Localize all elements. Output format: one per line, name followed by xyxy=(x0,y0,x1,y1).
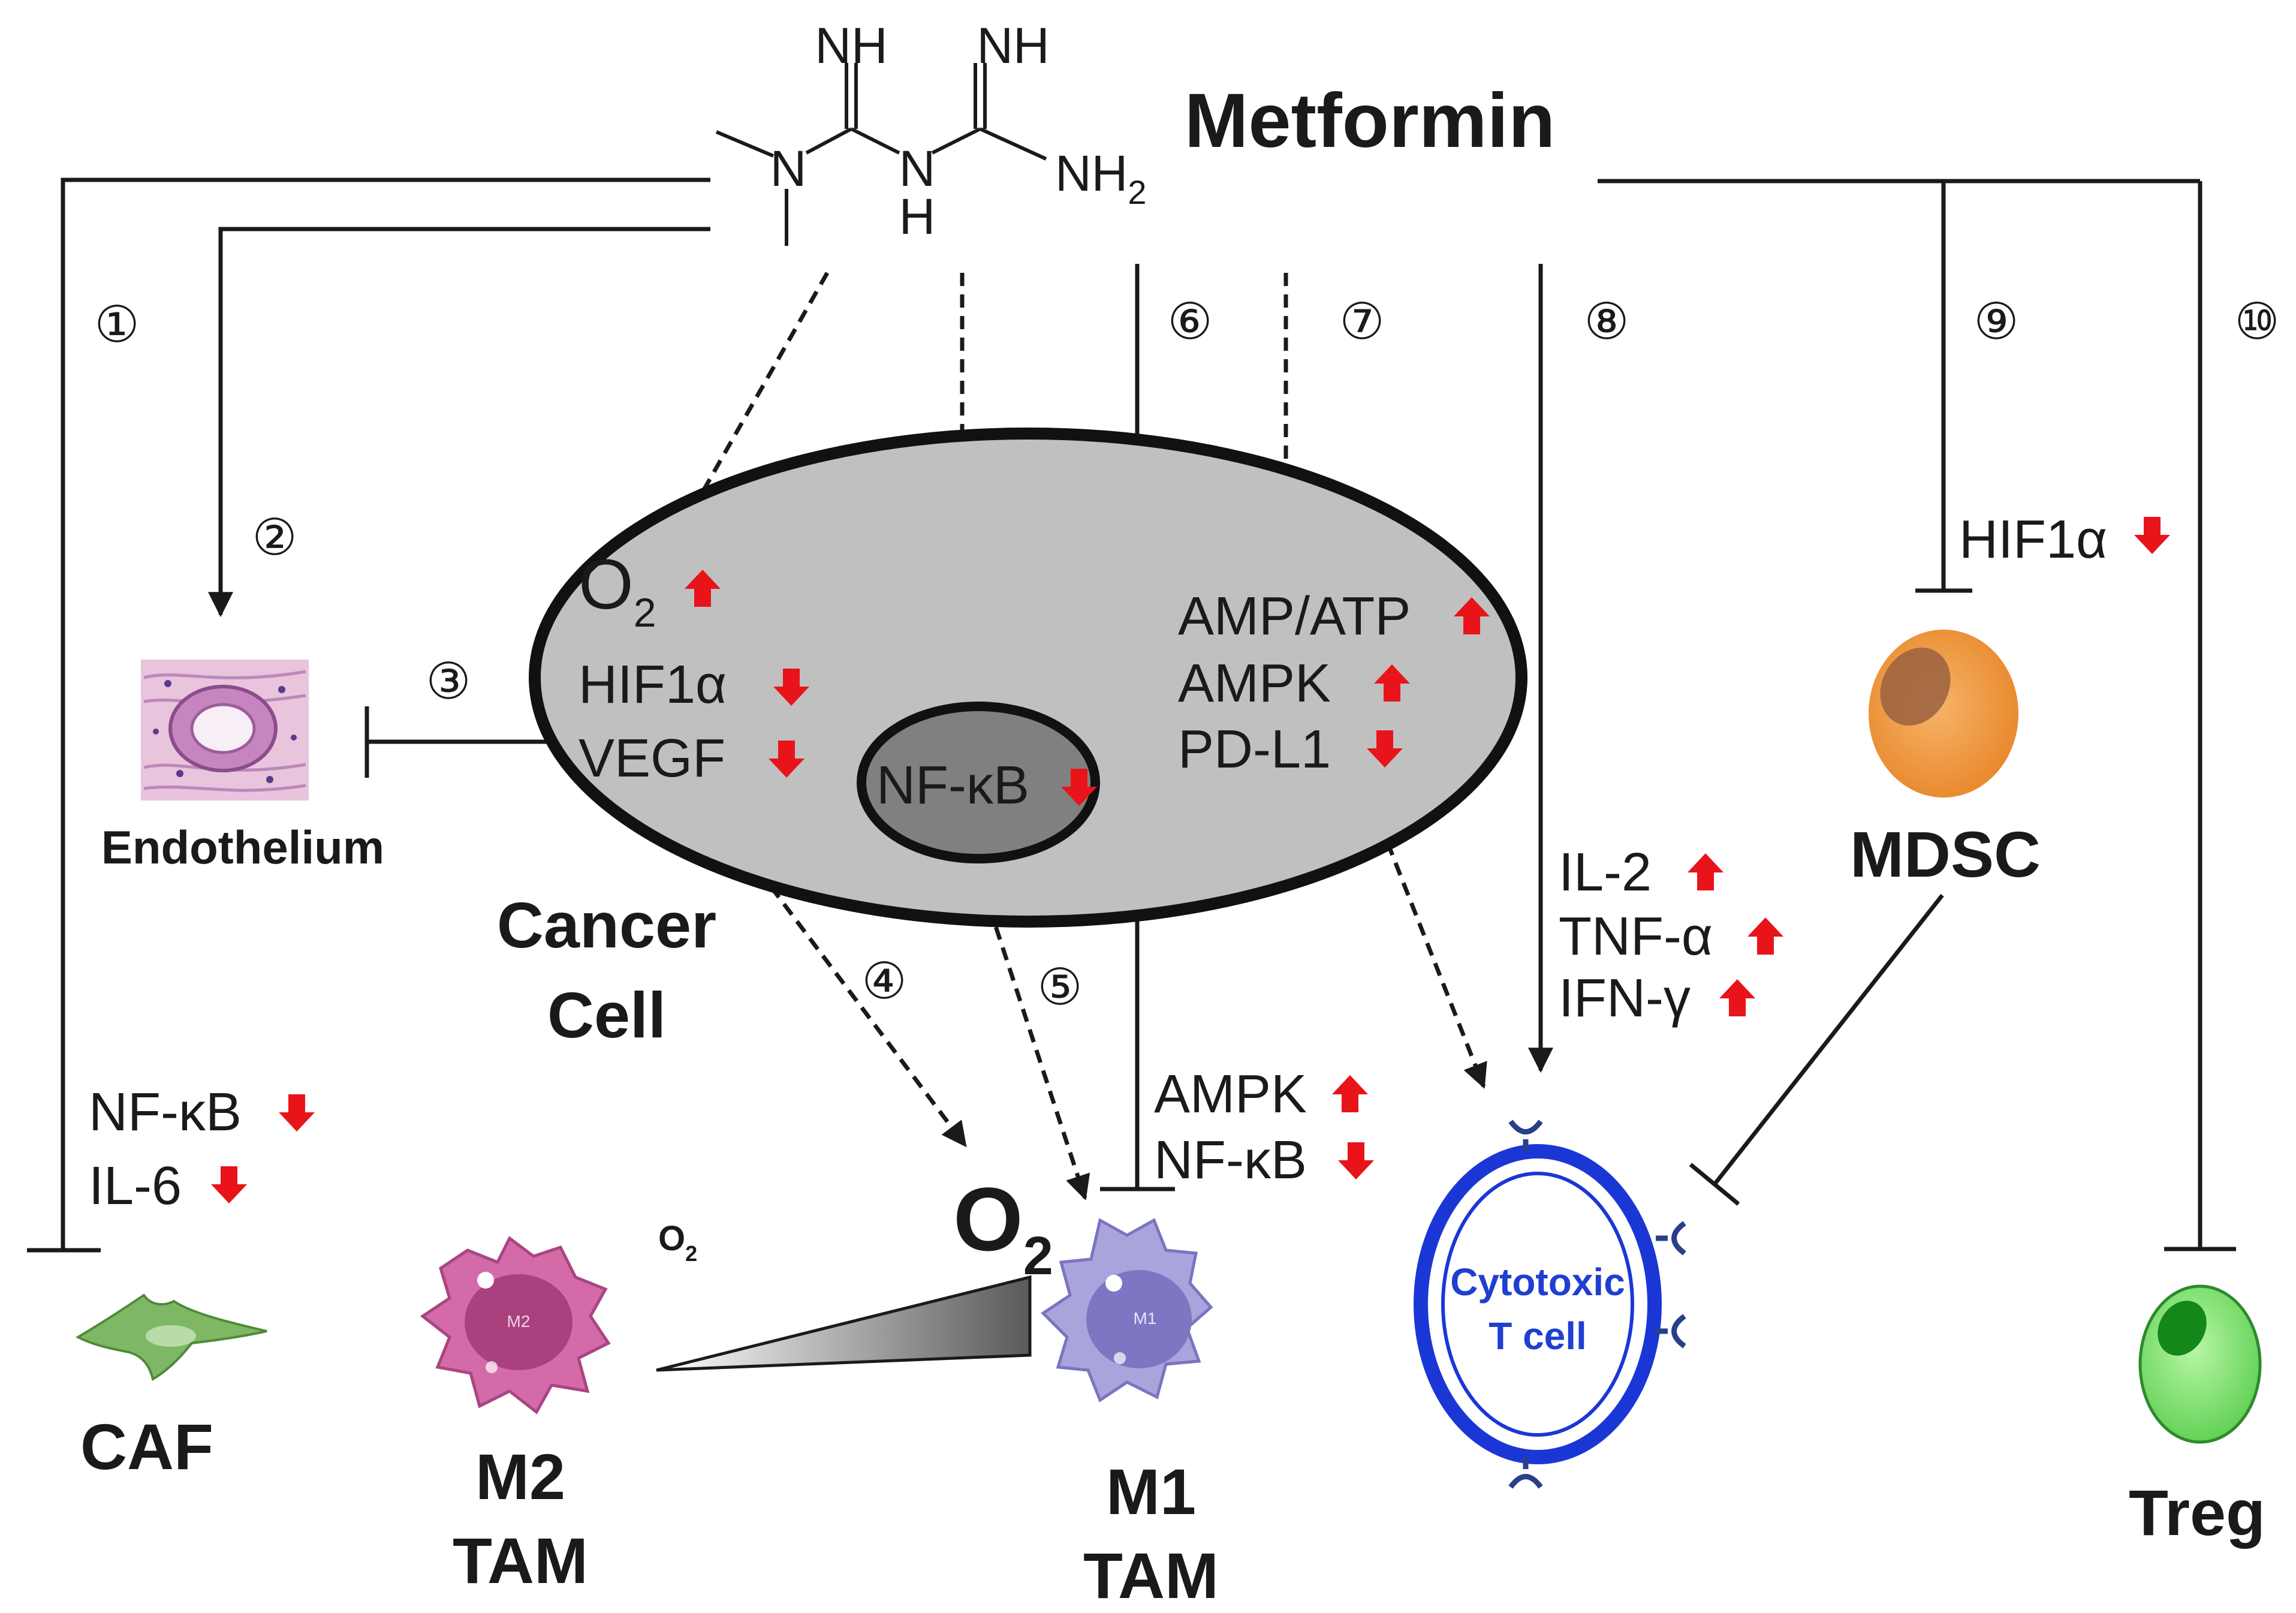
nh-left-text: NH xyxy=(815,17,887,74)
treg-label: Treg xyxy=(2129,1476,2265,1549)
m2-o2-text: O2 xyxy=(658,1219,697,1266)
tcell-label-2: T cell xyxy=(1489,1314,1587,1358)
pathway-9-label: ⑨ xyxy=(1973,292,2018,351)
pathway-5-label: ⑤ xyxy=(1037,958,1082,1016)
cancer-vegf-text: VEGF xyxy=(578,729,725,789)
cancer-cell-label-2: Cell xyxy=(547,979,666,1051)
pathway-4-label: ④ xyxy=(861,952,906,1010)
o2-gradient-wedge xyxy=(656,1275,1032,1372)
cancer-ampk-text: AMPK xyxy=(1178,654,1331,714)
amp-atp-text: AMP/ATP xyxy=(1178,586,1411,646)
cancer-cell: O2 HIF1α VEGF NF-κB AMP/ATP AMPK PD-L1 xyxy=(529,428,1527,928)
mdsc-label: MDSC xyxy=(1850,818,2041,890)
arrow-up-icon xyxy=(1747,917,1783,955)
arrow-up-icon xyxy=(1332,1075,1368,1112)
m1-label-2: TAM xyxy=(1083,1539,1219,1612)
pdl1-text: PD-L1 xyxy=(1178,720,1331,780)
arrow-down-icon xyxy=(2134,517,2170,554)
receptor-icons xyxy=(1508,1120,1686,1489)
m1-ampk-text: AMPK xyxy=(1154,1064,1307,1124)
pathway-8-label: ⑧ xyxy=(1584,292,1629,351)
arrow-up-icon xyxy=(1688,853,1723,890)
m2-macrophage: M2 xyxy=(420,1236,611,1415)
caf-il6-text: IL-6 xyxy=(89,1156,182,1216)
pathway-7-label: ⑦ xyxy=(1339,292,1384,351)
cancer-hif1a-text: HIF1α xyxy=(578,655,727,715)
caf-cell xyxy=(75,1293,267,1382)
n-left-text: N xyxy=(770,140,807,197)
m1-macrophage: M1 xyxy=(1041,1218,1213,1403)
tcell-il2-text: IL-2 xyxy=(1559,842,1652,902)
nucleus-nfkb-text: NF-κB xyxy=(876,756,1029,815)
m2-label-2: TAM xyxy=(453,1524,588,1597)
tcell-ifng-text: IFN-γ xyxy=(1559,968,1691,1028)
tcell-label-1: Cytotoxic xyxy=(1450,1260,1625,1304)
caf-label: CAF xyxy=(80,1410,213,1483)
n-bridge-text: N xyxy=(899,140,936,197)
treg-cell xyxy=(2138,1284,2262,1444)
m2-label-1: M2 xyxy=(475,1440,565,1513)
pathway-10-label: ⑩ xyxy=(2234,292,2279,351)
endothelium-image xyxy=(141,660,309,801)
endothelium-label: Endothelium xyxy=(101,821,384,874)
metformin-structure: NH NH N N H NH2 xyxy=(715,17,1146,246)
cancer-cell-label-1: Cancer xyxy=(497,889,716,961)
pathway-1-label: ① xyxy=(94,295,139,354)
nh-right-text: NH xyxy=(977,17,1049,74)
arrow-down-icon xyxy=(1338,1142,1374,1179)
caf-nfkb-text: NF-κB xyxy=(89,1082,242,1142)
arrow-up-icon xyxy=(1719,979,1755,1016)
m1-label-1: M1 xyxy=(1106,1455,1196,1528)
pathway-3-label: ③ xyxy=(426,652,471,711)
gradient-o2-text: O2 xyxy=(953,1169,1053,1286)
nh2-text: NH2 xyxy=(1055,145,1146,211)
mdsc-cell xyxy=(1869,630,2018,798)
arrow-down-icon xyxy=(279,1094,315,1131)
mdsc-hif1a-text: HIF1α xyxy=(1959,510,2107,570)
cytotoxic-t-cell: Cytotoxic T cell xyxy=(1414,1120,1686,1489)
tcell-tnfa-text: TNF-α xyxy=(1559,907,1713,967)
m1-nfkb-text: NF-κB xyxy=(1154,1130,1307,1190)
nucleus xyxy=(857,702,1100,863)
m1-inner-label: M1 xyxy=(1134,1309,1157,1328)
arrow-down-icon xyxy=(211,1166,247,1203)
pathway-6-label: ⑥ xyxy=(1167,292,1212,351)
m2-inner-label: M2 xyxy=(507,1312,531,1331)
h-bridge-text: H xyxy=(899,188,936,245)
drug-name: Metformin xyxy=(1185,78,1556,164)
cancer-o2-text: O2 xyxy=(578,545,656,636)
pathway-2-label: ② xyxy=(252,508,297,567)
